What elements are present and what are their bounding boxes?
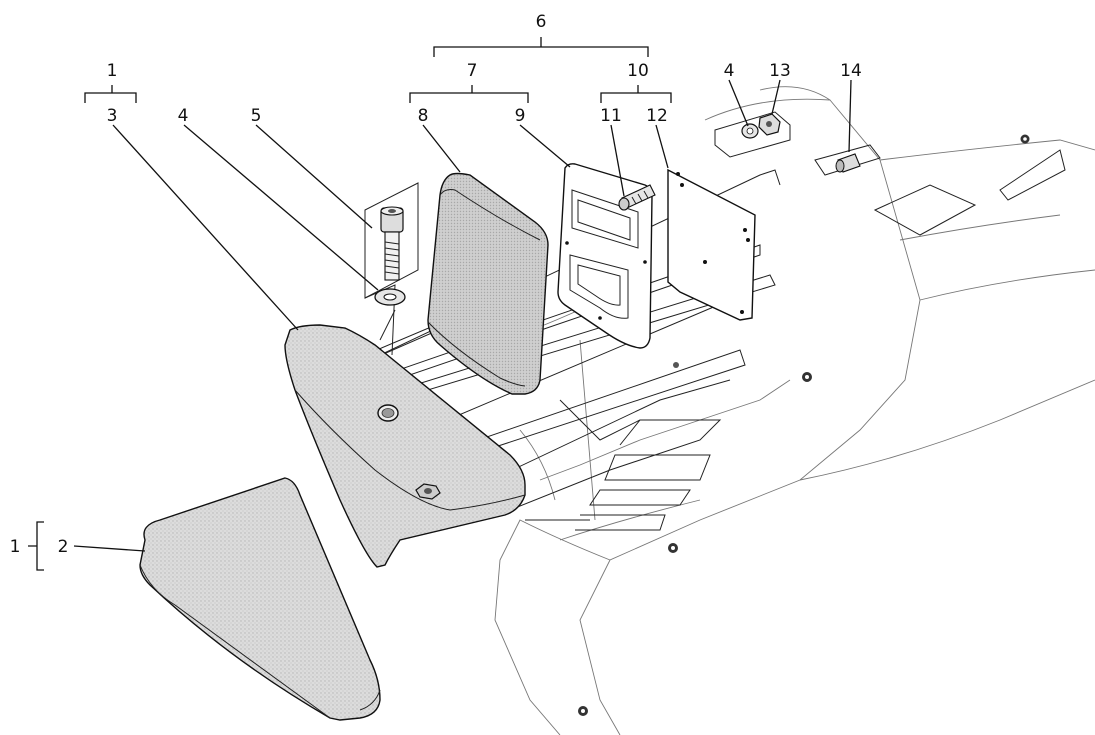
callout-8: 8 xyxy=(418,106,429,126)
callout-6: 6 xyxy=(536,12,547,32)
callout-4-right: 4 xyxy=(724,61,735,81)
callout-7: 7 xyxy=(467,61,478,81)
callout-13: 13 xyxy=(769,61,791,81)
part-4-washer-right xyxy=(714,111,791,158)
part-9-gasket-frame xyxy=(557,163,653,349)
callout-4-left: 4 xyxy=(178,106,189,126)
part-11-screw xyxy=(618,184,656,211)
callout-10: 10 xyxy=(627,61,649,81)
part-13-nut xyxy=(758,113,781,136)
callout-1-left: 1 xyxy=(10,537,21,557)
callout-1-top: 1 xyxy=(107,61,118,81)
part-4-washer-left xyxy=(374,288,406,306)
callout-labels: 6 7 10 1 3 4 5 8 9 11 12 4 13 14 1 2 xyxy=(10,12,862,557)
part-2-lower-pad xyxy=(139,477,381,721)
callout-14: 14 xyxy=(840,61,862,81)
leader-lines xyxy=(73,79,852,552)
part-5-bolt xyxy=(364,182,419,356)
group-brackets xyxy=(28,37,672,571)
callout-12: 12 xyxy=(646,106,668,126)
callout-5: 5 xyxy=(251,106,262,126)
part-8-cushion xyxy=(427,172,549,395)
callout-9: 9 xyxy=(515,106,526,126)
callout-3: 3 xyxy=(107,106,118,126)
part-14-plug xyxy=(814,144,881,176)
callout-11: 11 xyxy=(600,106,622,126)
part-12-mounting-plate xyxy=(667,168,756,321)
callout-2: 2 xyxy=(58,537,69,557)
part-3-wedge-pad xyxy=(284,324,526,568)
